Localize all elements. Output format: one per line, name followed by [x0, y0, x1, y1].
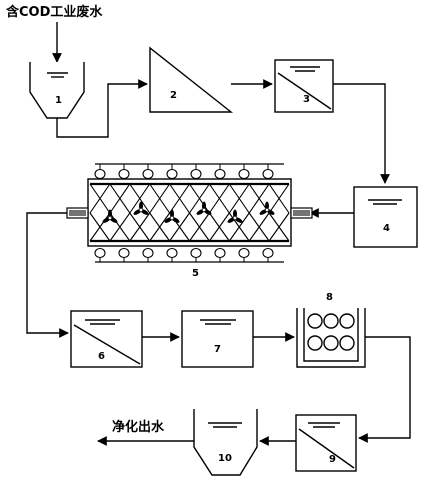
- unit-3-label: 3: [303, 94, 310, 105]
- electrode-plate-top: [149, 183, 171, 214]
- unit-6-settling-tank: 6: [70, 310, 143, 368]
- unit-7-label: 7: [214, 344, 221, 355]
- impeller-icon: [259, 201, 275, 215]
- nozzle-head: [94, 247, 106, 259]
- impeller-hub: [169, 215, 175, 221]
- nozzle-head: [214, 247, 226, 259]
- unit-4-tank: 4: [353, 186, 418, 248]
- pipe-5-6: [26, 212, 69, 338]
- unit-10-label: 10: [218, 453, 232, 464]
- electrode-plate-top: [109, 183, 131, 214]
- impeller-icon: [164, 209, 180, 223]
- unit-8-adsorption-column: 8: [296, 292, 366, 368]
- nozzle-head: [190, 168, 202, 180]
- electrode-plate-bottom: [189, 212, 210, 242]
- electrode-plate-bottom: [208, 212, 230, 242]
- unit-1-label: 1: [55, 95, 62, 106]
- reactor-impellers: [102, 201, 275, 223]
- electrode-plate-top: [268, 183, 290, 214]
- impeller-hub: [264, 207, 270, 213]
- nozzle-head: [190, 247, 202, 259]
- electrode-plate-top: [89, 183, 111, 214]
- nozzle-head: [238, 168, 250, 180]
- unit-6-label: 6: [98, 351, 105, 362]
- unit-10-hopper-tank: 10: [193, 409, 258, 476]
- impeller-hub: [201, 207, 207, 213]
- impeller-hub: [107, 215, 113, 221]
- electrode-plate-top: [129, 183, 151, 214]
- electrode-plate-bottom: [129, 212, 151, 242]
- electrode-plate-bottom: [268, 212, 290, 242]
- pipe-8-9: [358, 336, 411, 443]
- unit-4-label: 4: [383, 223, 390, 234]
- nozzle-head: [118, 168, 130, 180]
- unit-9-settling-tank: 9: [295, 414, 357, 472]
- reactor-electrodes: [89, 182, 290, 243]
- electrode-plate-top: [228, 183, 250, 214]
- nozzle-head: [238, 247, 250, 259]
- nozzle-head: [166, 247, 178, 259]
- unit-2-triangle-unit: 2: [149, 46, 234, 113]
- unit-8-label: 8: [326, 292, 333, 303]
- unit-5-reactor: 5: [66, 163, 313, 279]
- impeller-icon: [102, 209, 118, 223]
- nozzle-head: [262, 168, 274, 180]
- unit-9-label: 9: [329, 454, 336, 465]
- electrode-plate-top: [169, 183, 190, 214]
- nozzle-head: [118, 247, 130, 259]
- electrode-plate-bottom: [248, 212, 270, 242]
- unit-2-label: 2: [170, 90, 177, 101]
- impeller-hub: [232, 215, 238, 221]
- reactor-nozzles-top: [94, 163, 284, 180]
- impeller-icon: [227, 209, 243, 223]
- electrode-plate-top: [189, 183, 210, 214]
- electrode-plate-bottom: [149, 212, 171, 242]
- nozzle-head: [214, 168, 226, 180]
- pipe-1-2: [56, 79, 148, 138]
- impeller-hub: [138, 207, 144, 213]
- impeller-icon: [196, 201, 212, 215]
- nozzle-head: [94, 168, 106, 180]
- electrode-plate-bottom: [89, 212, 111, 242]
- reactor-nozzles-bottom: [94, 247, 284, 263]
- nozzle-head: [142, 247, 154, 259]
- nozzle-head: [166, 168, 178, 180]
- electrode-plate-top: [208, 183, 230, 214]
- pipe-3-4: [333, 83, 390, 184]
- unit-5-label: 5: [192, 268, 199, 279]
- nozzle-head: [262, 247, 274, 259]
- unit-3-settling-tank: 3: [274, 59, 334, 113]
- outlet-label: 净化出水: [112, 419, 165, 435]
- unit-1-hopper-tank: 1: [29, 62, 85, 119]
- impeller-icon: [133, 201, 149, 215]
- unit-7-tank: 7: [181, 310, 254, 368]
- nozzle-head: [142, 168, 154, 180]
- inlet-label: 含COD工业废水: [5, 4, 103, 20]
